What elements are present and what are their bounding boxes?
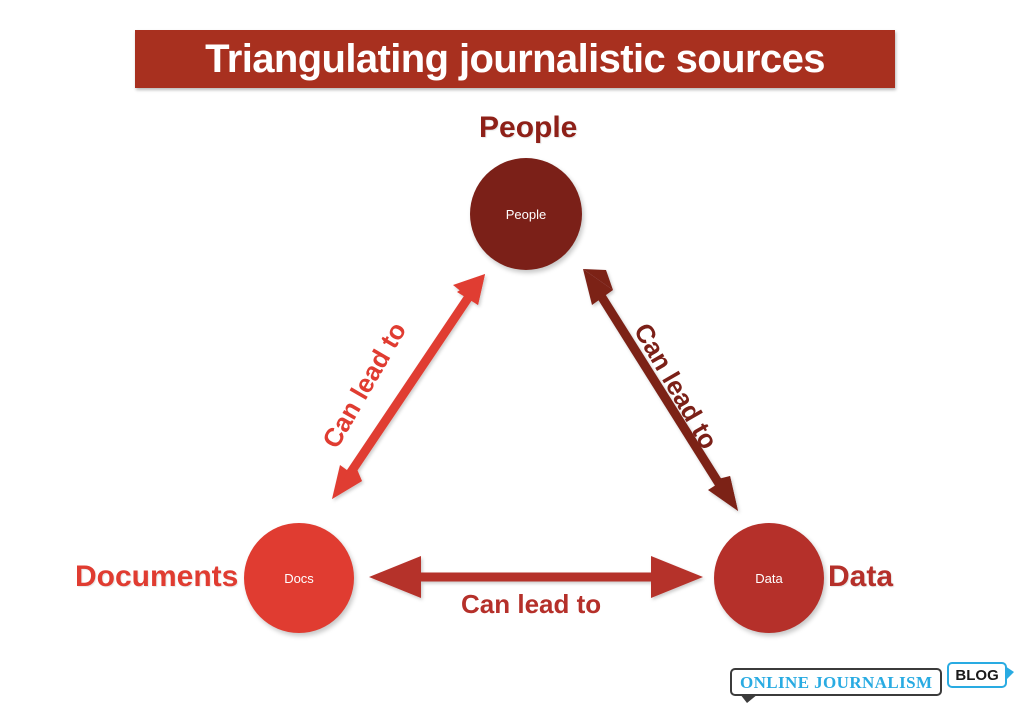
node-data-label: Data: [828, 560, 894, 593]
node-people[interactable]: People: [470, 158, 582, 270]
edge-label-docs-data: Can lead to: [461, 589, 602, 619]
logo-main-text: ONLINE JOURNALISM: [740, 672, 933, 692]
node-documents[interactable]: Docs: [244, 523, 354, 633]
node-data[interactable]: Data: [714, 523, 824, 633]
logo-blog-text: BLOG: [955, 666, 999, 684]
node-people-inner-label: People: [505, 206, 547, 222]
page-title: Triangulating journalistic sources: [205, 37, 825, 81]
arrow-docs-people: [332, 274, 485, 499]
arrow-docs-data: [369, 556, 703, 598]
node-people-label: People: [479, 111, 578, 144]
logo-main-bubble: ONLINE JOURNALISM: [730, 668, 943, 703]
node-documents-inner-label: Docs: [284, 570, 314, 586]
logo-blog-badge: BLOG: [947, 662, 1015, 688]
site-logo[interactable]: ONLINE JOURNALISM BLOG: [730, 662, 1015, 706]
node-data-inner-label: Data: [755, 570, 783, 586]
node-documents-label: Documents: [75, 560, 239, 593]
arrow-people-data: [583, 269, 738, 511]
title-banner: Triangulating journalistic sources: [135, 30, 895, 88]
